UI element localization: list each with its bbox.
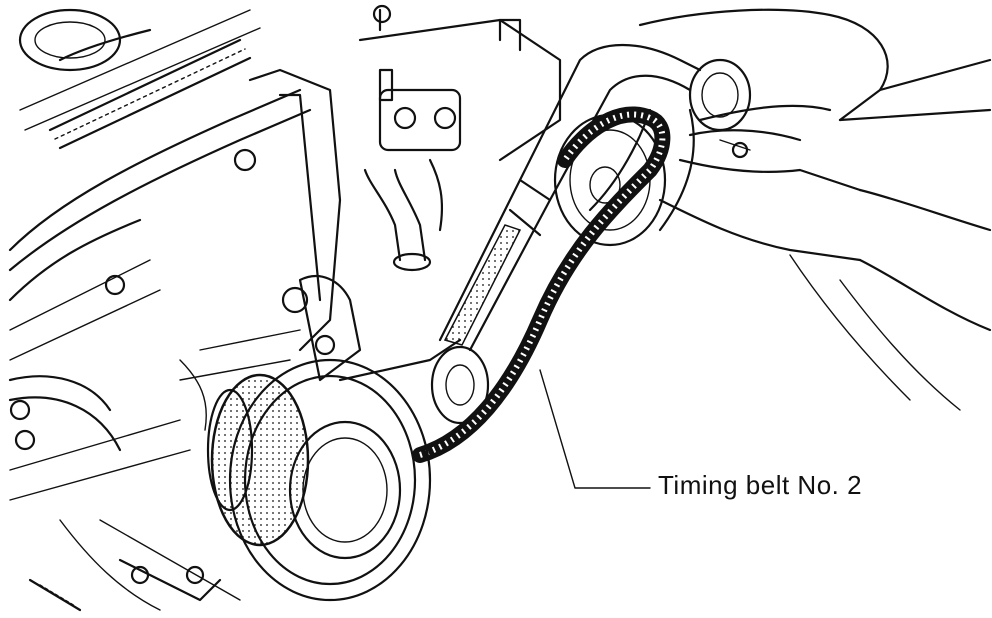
belt-cover-arm bbox=[438, 44, 752, 352]
technician-hands bbox=[638, 8, 992, 411]
engine-block-lower-left bbox=[8, 359, 241, 612]
timing-belt-label: Timing belt No. 2 bbox=[658, 470, 863, 500]
timing-belt-no-2 bbox=[412, 106, 671, 463]
engine-block-upper-left bbox=[8, 4, 392, 361]
coiled-hose bbox=[48, 38, 252, 150]
callout-leader bbox=[539, 369, 651, 489]
engine-body-center bbox=[179, 18, 562, 382]
idler-pulley bbox=[430, 345, 490, 425]
crankshaft-pulley bbox=[206, 358, 432, 602]
